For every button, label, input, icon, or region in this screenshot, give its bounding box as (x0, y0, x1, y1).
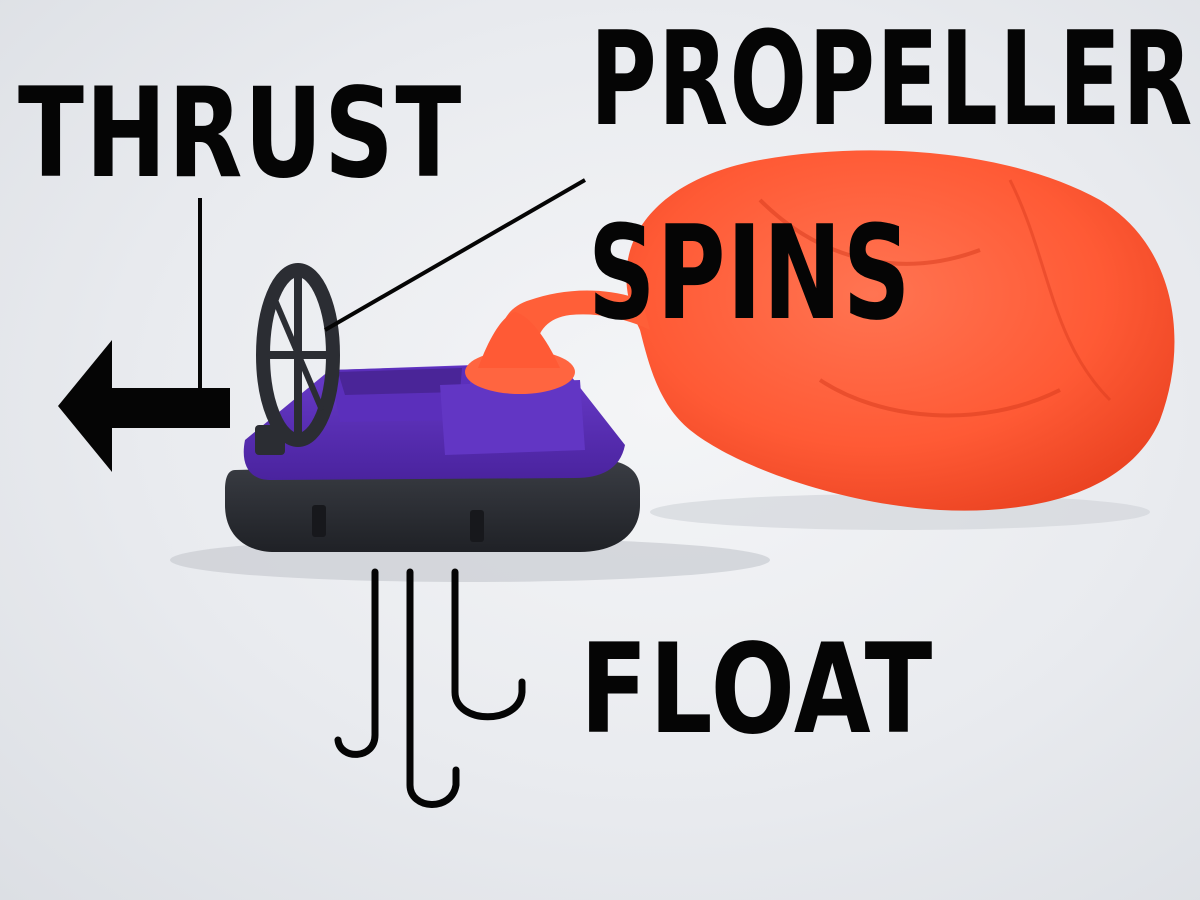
balloon-wrinkle (758, 198, 981, 266)
float-label: FLOAT (580, 618, 934, 762)
skirt-notch (470, 510, 484, 542)
nozzle-block (440, 380, 585, 455)
balloon-wrinkle (1008, 179, 1112, 402)
spins-label: SPINS (588, 197, 912, 349)
skirt-notch (312, 505, 326, 537)
balloon (626, 150, 1175, 511)
hull-channel (338, 368, 462, 395)
propeller-label: PROPELLER (590, 3, 1194, 155)
propeller-leader-line (324, 178, 586, 332)
balloon-wrinkle (818, 378, 1061, 418)
hover-skirt (225, 460, 640, 552)
propeller-mount (255, 425, 285, 455)
propeller-ring (256, 263, 340, 447)
air-flow-icon (334, 568, 526, 808)
thrust-label: THRUST (18, 62, 463, 206)
nozzle-cone (478, 312, 560, 368)
propeller-blade (272, 298, 325, 412)
arrow-left-icon (58, 198, 230, 472)
